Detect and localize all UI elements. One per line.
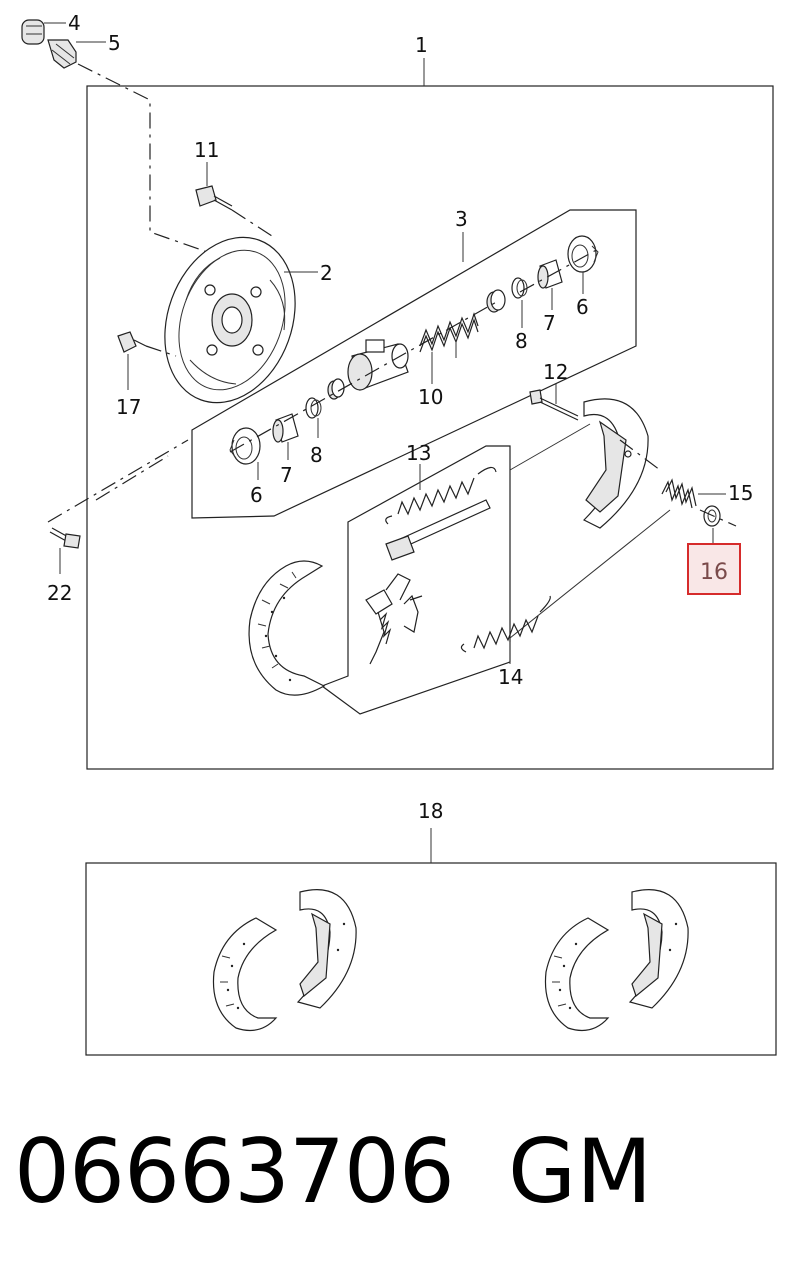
axis-line-17 <box>145 345 177 357</box>
seal-ring-8-right[interactable] <box>511 277 528 299</box>
callout-13[interactable]: 13 <box>406 441 431 465</box>
wheel-cylinder-body[interactable] <box>347 339 409 391</box>
bolt-11[interactable] <box>195 185 233 211</box>
piston-7-left[interactable] <box>272 413 299 443</box>
callout-17[interactable]: 17 <box>116 395 141 419</box>
callout-12[interactable]: 12 <box>543 360 568 384</box>
frame-link-upper <box>509 423 591 471</box>
callout-15[interactable]: 15 <box>728 481 753 505</box>
part-number-text: 06663706 <box>14 1120 455 1223</box>
bleeder-screw-5[interactable] <box>47 39 77 69</box>
kit-shoe-lining-left-1[interactable] <box>212 917 278 1031</box>
callout-16[interactable]: 16 <box>700 560 728 585</box>
axis-line-15-16 <box>619 439 737 527</box>
callout-7-right[interactable]: 7 <box>543 311 556 335</box>
hold-down-pin-12[interactable] <box>529 389 579 421</box>
axis-line-5-2 <box>77 63 237 263</box>
adjuster-strut[interactable] <box>385 499 491 561</box>
dust-boot-6-right[interactable] <box>567 235 599 273</box>
cylinder-spring-10[interactable] <box>419 312 479 353</box>
axis-line-22 <box>47 439 189 523</box>
brake-shoe-left[interactable] <box>248 560 326 696</box>
bleeder-nipple-17[interactable] <box>117 331 147 353</box>
backing-plate-2[interactable] <box>143 219 318 421</box>
callout-18[interactable]: 18 <box>418 799 443 823</box>
frame-link-lower <box>509 509 671 639</box>
return-spring-14[interactable] <box>460 595 551 653</box>
callout-2[interactable]: 2 <box>320 261 333 285</box>
callout-8-right[interactable]: 8 <box>515 329 528 353</box>
shoe-assembly-frame <box>320 445 511 715</box>
callout-5[interactable]: 5 <box>108 31 121 55</box>
kit-shoe-web-right-2[interactable] <box>628 889 689 1009</box>
bleeder-cap-4[interactable] <box>21 19 45 45</box>
piston-cup-8-right[interactable] <box>486 289 506 313</box>
callout-4[interactable]: 4 <box>68 11 81 35</box>
kit-shoe-lining-left-2[interactable] <box>544 917 610 1031</box>
brake-shoe-right[interactable] <box>582 398 649 529</box>
parking-brake-lever[interactable] <box>365 573 423 665</box>
callout-11[interactable]: 11 <box>194 138 219 162</box>
callout-6-left[interactable]: 6 <box>250 483 263 507</box>
callout-1[interactable]: 1 <box>415 33 428 57</box>
kit-shoe-web-right-1[interactable] <box>296 889 357 1009</box>
bolt-22[interactable] <box>49 527 81 549</box>
seal-ring-8-left[interactable] <box>305 397 322 419</box>
callout-7-left[interactable]: 7 <box>280 463 293 487</box>
axis-line-cylinder <box>229 247 601 453</box>
callout-22[interactable]: 22 <box>47 581 72 605</box>
brand-text: GM <box>508 1120 653 1223</box>
callout-6-right[interactable]: 6 <box>576 295 589 319</box>
wheel-cylinder-frame-3 <box>191 209 637 519</box>
callout-8-left[interactable]: 8 <box>310 443 323 467</box>
dust-boot-6-left[interactable] <box>229 427 261 465</box>
piston-7-right[interactable] <box>537 259 563 289</box>
return-spring-13[interactable] <box>385 466 497 525</box>
callout-10[interactable]: 10 <box>418 385 443 409</box>
callout-3[interactable]: 3 <box>455 207 468 231</box>
callout-14[interactable]: 14 <box>498 665 523 689</box>
hold-down-spring-15[interactable] <box>661 478 697 509</box>
spring-cup-16[interactable] <box>703 505 721 527</box>
assembly-frame-1 <box>86 85 774 770</box>
highlight-box-16 <box>687 543 741 595</box>
highlight-fill-16 <box>689 545 739 593</box>
axis-line-11 <box>231 209 273 237</box>
